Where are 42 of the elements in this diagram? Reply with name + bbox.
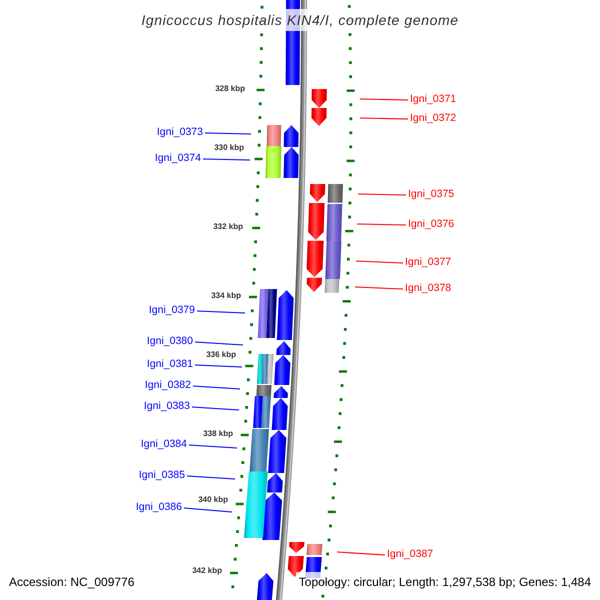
scale-label: 336 kbp — [206, 350, 236, 360]
leader-line — [356, 260, 404, 264]
scale-label: 330 kbp — [214, 143, 244, 153]
gene-label: Igni_0373 — [156, 126, 203, 138]
leader-line — [356, 224, 406, 226]
gene-label: Igni_0372 — [410, 112, 456, 124]
leader-line — [358, 194, 406, 196]
scale-label: 332 kbp — [213, 222, 243, 232]
scale-label: 338 kbp — [203, 429, 233, 439]
gene-label: Igni_0374 — [154, 152, 201, 164]
leader-line — [194, 364, 242, 368]
scale-label: 328 kbp — [215, 84, 245, 94]
leader-line — [202, 158, 250, 160]
leader-line — [204, 132, 252, 134]
gene-label: Igni_0386 — [136, 501, 182, 513]
gene-label: Igni_0384 — [140, 438, 187, 450]
leader-line — [194, 342, 244, 346]
gene-label: Igni_0387 — [387, 548, 434, 560]
gene-label: Igni_0383 — [144, 400, 190, 412]
scale-label: 334 kbp — [211, 291, 241, 301]
leader-line — [360, 98, 408, 100]
leader-line — [360, 118, 408, 120]
gene-label: Igni_0379 — [148, 304, 195, 316]
gene-label: Igni_0376 — [408, 218, 454, 230]
gene-label: Igni_0375 — [408, 188, 454, 200]
gene-label: Igni_0381 — [146, 358, 193, 370]
scale-label: 340 kbp — [198, 495, 228, 505]
gene-label: Igni_0378 — [405, 282, 452, 294]
leader-line — [192, 406, 240, 410]
gene-label: Igni_0371 — [410, 93, 456, 105]
gene-label: Igni_0382 — [144, 379, 191, 391]
gene-label: Igni_0380 — [146, 335, 193, 347]
leader-line — [192, 386, 240, 390]
gene-label: Igni_0385 — [138, 469, 185, 481]
leader-line — [188, 444, 238, 448]
leader-line — [196, 310, 246, 314]
leader-line — [186, 476, 236, 480]
scale-label: 342 kbp — [192, 566, 222, 576]
leader-line — [354, 286, 404, 290]
leader-line — [336, 552, 386, 556]
leader-line — [184, 508, 232, 512]
gene-label: Igni_0377 — [405, 256, 452, 268]
